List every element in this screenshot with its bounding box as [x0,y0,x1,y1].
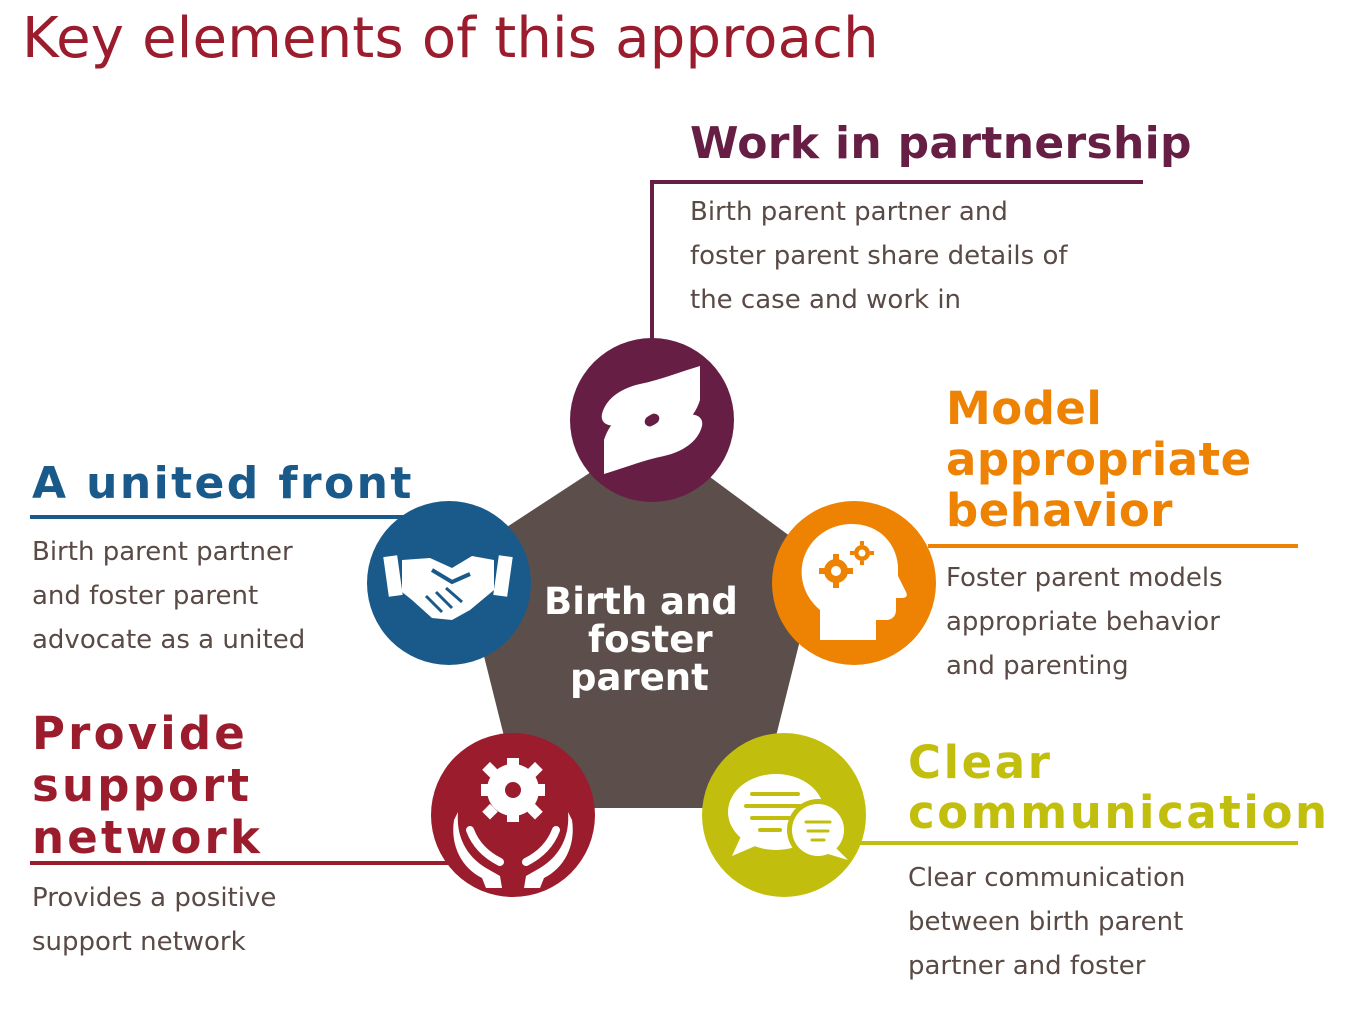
center-label: Birth and foster parent [544,580,738,699]
partnership-desc-line: the case and work in [690,285,962,315]
center-label-line1: Birth and [544,580,738,623]
model-heading: Model appropriate behavior [946,383,1252,536]
connector-partnership [650,180,1143,340]
partnership-desc-line: foster parent share details of [690,241,1068,271]
model-description: Foster parent models appropriate behavio… [946,556,1223,688]
support-heading-line: support [32,759,253,812]
handshake-icon [383,555,513,620]
model-desc-line: and parenting [946,651,1129,681]
united-desc-line: advocate as a united [32,625,306,655]
partnership-desc-line: Birth parent partner and [690,197,1008,227]
hands-icon [601,366,703,474]
chat-bubbles-icon [728,774,849,861]
head-gears-icon [801,524,907,640]
communication-circle [702,733,866,897]
support-heading: Provide support network [32,708,263,864]
communication-desc-line: Clear communication [908,863,1186,893]
model-heading-line: appropriate [946,433,1252,486]
partnership-circle [570,338,734,502]
communication-description: Clear communication between birth parent… [908,856,1185,988]
united-circle [367,501,531,665]
support-circle [431,733,595,897]
support-heading-line: network [32,811,264,864]
support-heading-line: Provide [32,707,248,760]
model-circle [772,501,936,665]
communication-heading: Clear communication [908,738,1330,838]
support-description: Provides a positive support network [32,876,276,964]
center-label-line2: foster [588,618,713,661]
united-desc-line: Birth parent partner [32,537,293,567]
support-desc-line: support network [32,927,246,957]
communication-heading-line: communication [908,786,1330,839]
united-description: Birth parent partner and foster parent a… [32,530,305,662]
partnership-description: Birth parent partner and foster parent s… [690,190,1068,322]
support-desc-line: Provides a positive [32,883,277,913]
model-heading-line: behavior [946,484,1174,537]
gear-hands-icon [453,758,573,888]
model-desc-line: appropriate behavior [946,607,1220,637]
partnership-heading: Work in partnership [690,118,1192,169]
united-desc-line: and foster parent [32,581,259,611]
model-desc-line: Foster parent models [946,563,1223,593]
page-title: Key elements of this approach [22,6,879,71]
center-label-line3: parent [570,656,709,699]
communication-heading-line: Clear [908,736,1053,789]
communication-desc-line: between birth parent [908,907,1184,937]
united-heading: A united front [32,458,414,509]
model-heading-line: Model [946,382,1103,435]
communication-desc-line: partner and foster [908,951,1146,981]
